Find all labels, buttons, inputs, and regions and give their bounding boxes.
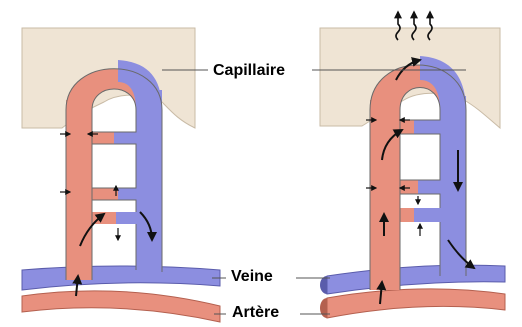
artery-label: Artère bbox=[232, 304, 279, 322]
right-artery bbox=[327, 289, 505, 318]
capillary-label: Capillaire bbox=[213, 62, 285, 80]
left-panel bbox=[22, 28, 220, 322]
left-artery bbox=[22, 291, 220, 322]
vein-label: Veine bbox=[231, 268, 273, 286]
left-vein bbox=[22, 266, 220, 290]
right-panel bbox=[320, 12, 505, 318]
